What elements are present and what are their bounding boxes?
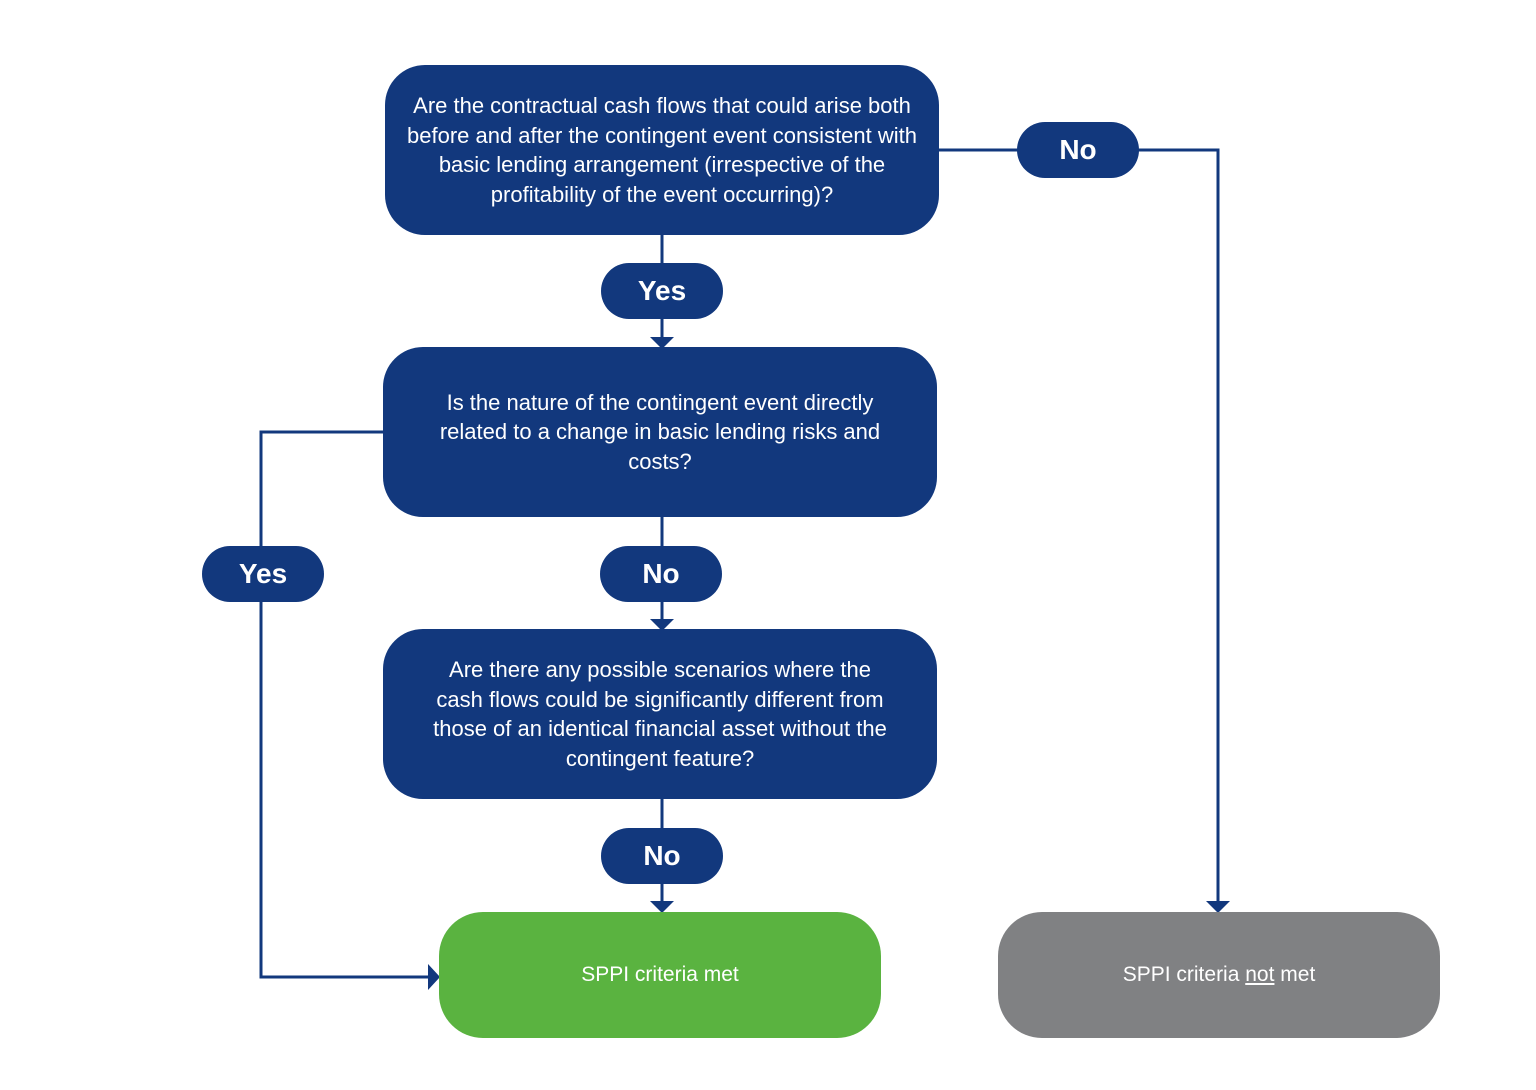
- arrowhead-to-q3: [650, 619, 674, 631]
- result-criteria-met: SPPI criteria met: [439, 912, 881, 1038]
- arrowhead-to-met-left: [428, 964, 440, 990]
- q2-no-label: No: [600, 546, 722, 602]
- question-3-box: Are there any possible scenarios where t…: [383, 629, 937, 799]
- result-not-met-emphasis: not: [1245, 963, 1275, 986]
- q3-no-text: No: [643, 840, 681, 871]
- arrowhead-to-not-met: [1206, 901, 1230, 913]
- arrowhead-to-q2: [650, 337, 674, 349]
- question-2-text: Is the nature of the contingent event di…: [439, 389, 881, 474]
- question-2-box: Is the nature of the contingent event di…: [383, 347, 937, 517]
- result-not-met-text: SPPI criteria not met: [1123, 963, 1316, 987]
- result-not-met-suffix: met: [1274, 963, 1316, 986]
- q1-no-text: No: [1059, 134, 1097, 165]
- q2-no-text: No: [642, 558, 680, 589]
- question-3-text: Are there any possible scenarios where t…: [433, 657, 887, 771]
- result-met-text: SPPI criteria met: [581, 963, 739, 986]
- q1-no-label: No: [1017, 122, 1139, 178]
- arrowhead-to-met-top: [650, 901, 674, 913]
- result-criteria-not-met: SPPI criteria not met: [998, 912, 1440, 1038]
- q2-yes-label: Yes: [202, 546, 324, 602]
- q3-no-label: No: [601, 828, 723, 884]
- q2-yes-text: Yes: [238, 558, 288, 589]
- question-1-box: Are the contractual cash flows that coul…: [385, 65, 939, 235]
- q1-yes-text: Yes: [637, 275, 687, 306]
- result-not-met-prefix: SPPI criteria: [1122, 963, 1246, 986]
- q1-yes-label: Yes: [601, 263, 723, 319]
- question-1-text: Are the contractual cash flows that coul…: [407, 93, 917, 207]
